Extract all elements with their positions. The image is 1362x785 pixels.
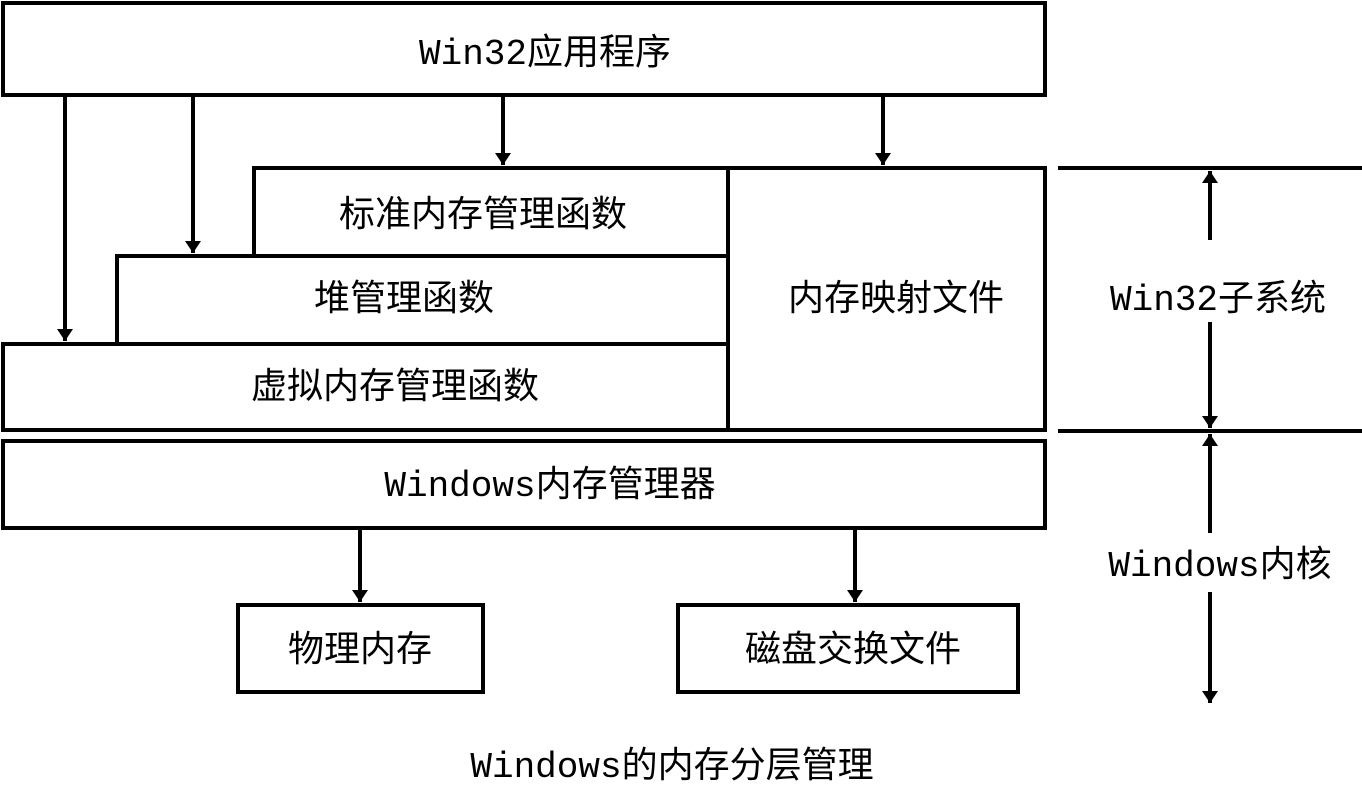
win32-app-box: Win32应用程序	[1, 1, 1047, 97]
disk-swap-file-box: 磁盘交换文件	[676, 603, 1020, 694]
mem-mapped-files-label: 内存映射文件	[788, 278, 1004, 319]
win32-subsystem-label: Win32子系统	[1110, 278, 1326, 321]
mem-mapped-files-box: 内存映射文件	[726, 166, 1047, 432]
heap-funcs-label: 堆管理函数	[314, 278, 494, 319]
disk-swap-file-label: 磁盘交换文件	[745, 629, 961, 670]
windows-mem-manager-label: Windows内存管理器	[384, 464, 715, 507]
std-mem-funcs-box: 标准内存管理函数	[252, 166, 730, 258]
windows-mem-manager-box: Windows内存管理器	[1, 439, 1047, 530]
virtual-mem-funcs-box: 虚拟内存管理函数	[1, 342, 730, 432]
heap-funcs-box: 堆管理函数	[115, 254, 730, 346]
physical-memory-label: 物理内存	[288, 629, 432, 670]
virtual-mem-funcs-label: 虚拟内存管理函数	[251, 366, 539, 407]
windows-kernel-label: Windows内核	[1108, 544, 1331, 587]
diagram-caption: Windows的内存分层管理	[470, 745, 873, 785]
std-mem-funcs-label: 标准内存管理函数	[339, 194, 627, 235]
win32-app-label: Win32应用程序	[419, 32, 671, 75]
physical-memory-box: 物理内存	[236, 603, 485, 694]
